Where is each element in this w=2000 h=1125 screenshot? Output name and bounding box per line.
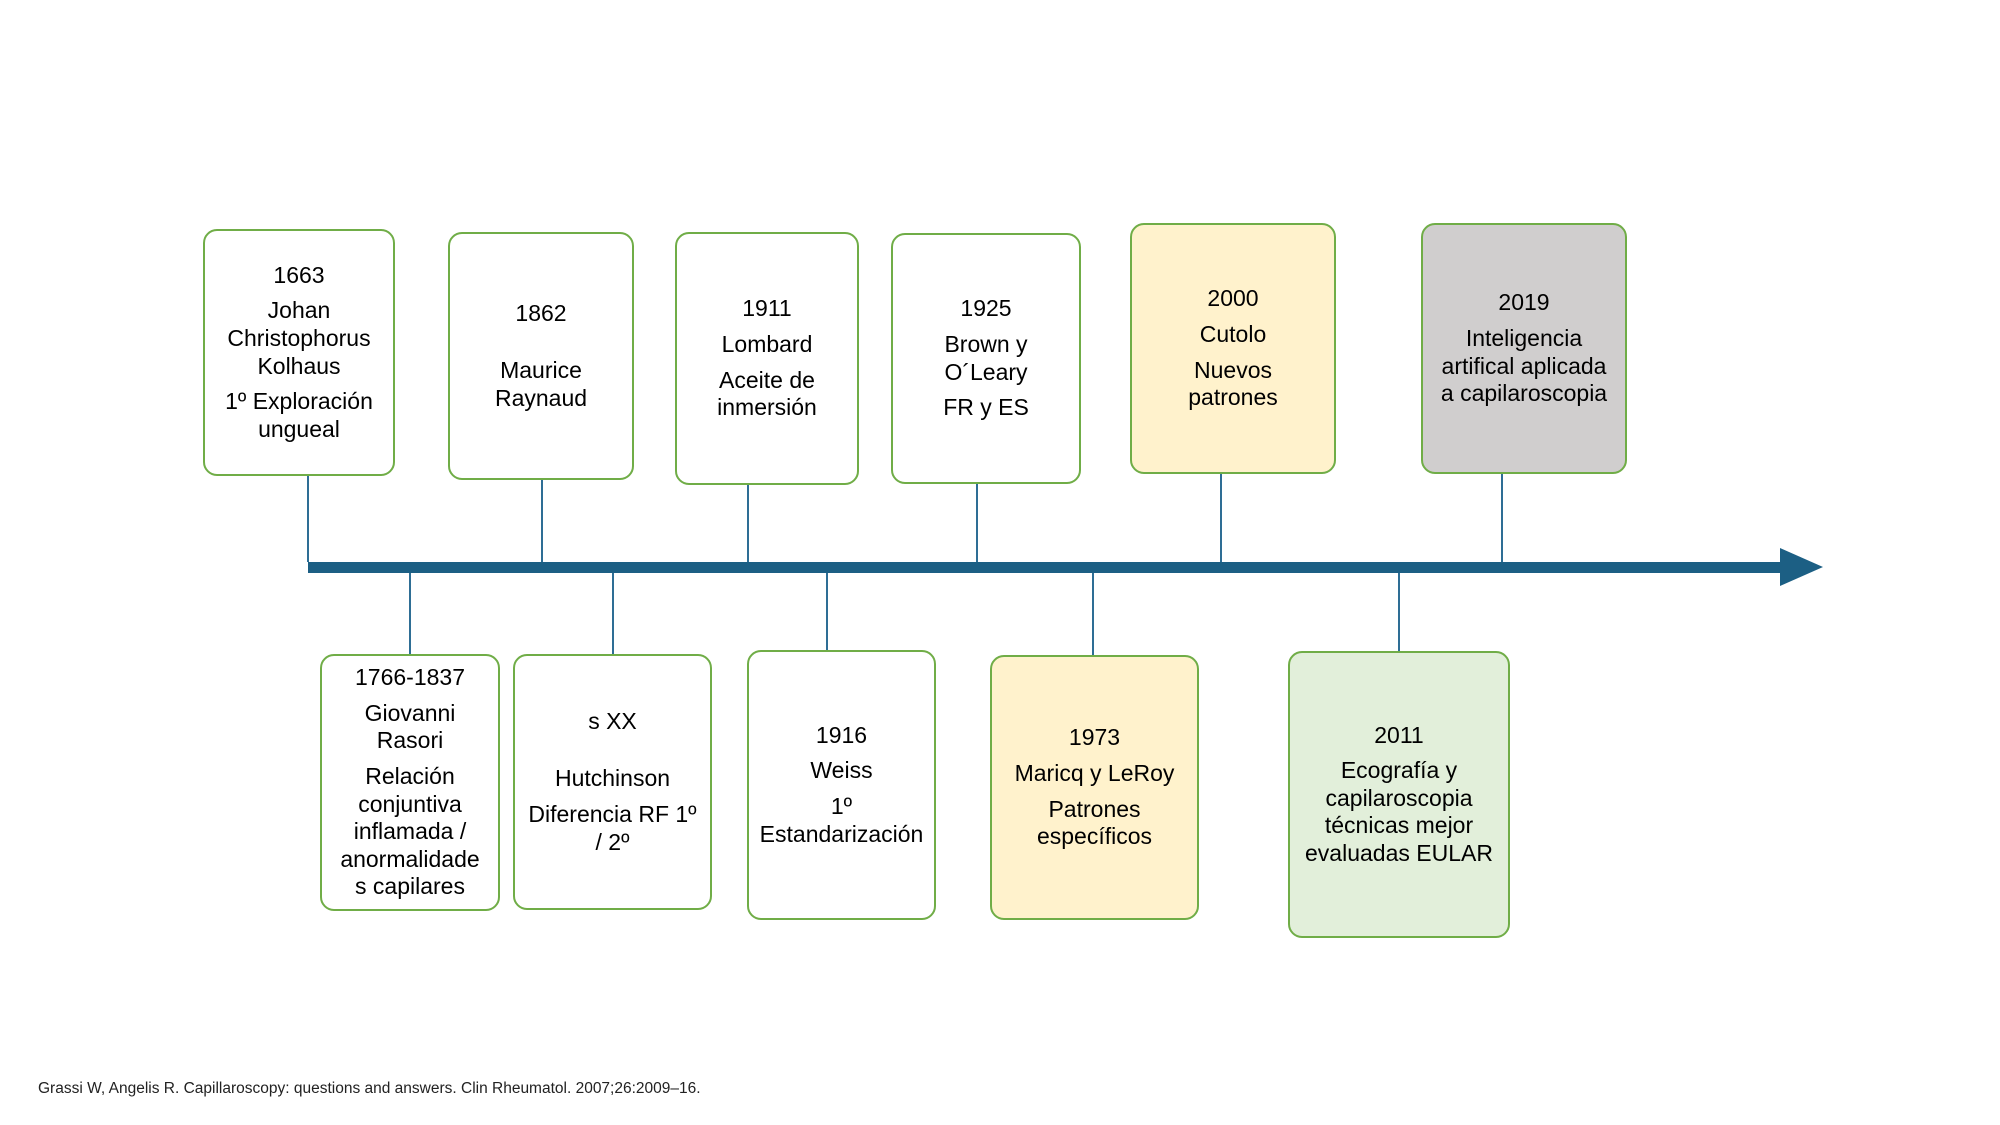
event-box-1973: 1973 Maricq y LeRoy Patrones específicos <box>990 655 1199 920</box>
event-box-1766-1837: 1766-1837 Giovanni Rasori Relación conju… <box>320 654 500 911</box>
event-text: FR y ES <box>943 394 1029 421</box>
event-text: a capilaroscopia <box>1440 380 1608 407</box>
event-box-1862: 1862 Maurice Raynaud <box>448 232 634 480</box>
event-text: / 2º <box>595 828 630 855</box>
event-text: Brown y <box>944 330 1028 357</box>
event-date: 2011 <box>1374 721 1424 748</box>
event-date: 1973 <box>1068 724 1121 751</box>
event-date: 2019 <box>1498 289 1550 316</box>
event-box-1663: 1663 Johan Christophorus Kolhaus 1º Expl… <box>203 229 395 476</box>
event-text: Maricq y LeRoy <box>1014 759 1175 786</box>
event-text: Relación <box>365 762 455 789</box>
event-box-2011: 2011 Ecografía y capilaroscopia técnicas… <box>1288 651 1510 938</box>
timeline-axis <box>308 562 1788 573</box>
event-text: específicos <box>1036 823 1153 850</box>
event-text: Patrones <box>1048 795 1141 822</box>
event-text: Johan <box>267 297 331 324</box>
event-text: anormalidade <box>340 845 480 872</box>
event-date: s XX <box>588 707 637 734</box>
event-text: Raynaud <box>494 384 588 411</box>
event-text: Giovanni <box>364 699 456 726</box>
event-text: Weiss <box>810 757 873 784</box>
event-text: 1º Exploración <box>225 388 373 415</box>
event-text: Cutolo <box>1199 320 1267 347</box>
event-date: 1663 <box>273 261 325 288</box>
event-text: capilaroscopia <box>1325 784 1473 811</box>
event-date: 1911 <box>742 295 792 322</box>
event-date: 1925 <box>960 295 1012 322</box>
event-text: técnicas mejor <box>1324 812 1474 839</box>
event-date: 1766-1837 <box>355 664 465 691</box>
event-box-s-xx: s XX Hutchinson Diferencia RF 1º / 2º <box>513 654 712 910</box>
event-text: Inteligencia <box>1465 324 1583 351</box>
event-text: inmersión <box>717 394 817 421</box>
event-text: conjuntiva <box>358 790 462 817</box>
event-box-2019: 2019 Inteligencia artifical aplicada a c… <box>1421 223 1627 474</box>
reference-citation: Grassi W, Angelis R. Capillaroscopy: que… <box>38 1080 701 1097</box>
event-text: Christophorus <box>227 324 371 351</box>
event-box-1911: 1911 Lombard Aceite de inmersión <box>675 232 859 485</box>
event-text: s capilares <box>355 873 465 900</box>
event-date: 1862 <box>515 299 567 326</box>
event-text: inflamada / <box>353 818 467 845</box>
event-text: artifical aplicada <box>1441 352 1607 379</box>
connector-lines <box>307 474 1503 655</box>
event-text: Rasori <box>376 727 444 754</box>
event-date: 2000 <box>1207 285 1259 312</box>
event-text: evaluadas EULAR <box>1305 839 1493 866</box>
event-box-2000: 2000 Cutolo Nuevos patrones <box>1130 223 1336 474</box>
event-text: 1º <box>830 793 853 819</box>
timeline-arrowhead <box>1780 548 1823 586</box>
event-text: Maurice <box>500 357 582 384</box>
event-box-1916: 1916 Weiss 1º Estandarización <box>747 650 936 920</box>
event-text: Diferencia RF 1º <box>528 801 697 827</box>
event-text: patrones <box>1188 384 1278 411</box>
event-text: Kolhaus <box>257 352 341 379</box>
event-text: ungueal <box>258 415 340 442</box>
event-text: Ecografía y <box>1340 757 1458 784</box>
event-date: 1916 <box>815 721 868 748</box>
event-text: Lombard <box>721 330 813 357</box>
event-text: Hutchinson <box>554 765 671 792</box>
event-text: Aceite de <box>719 366 815 393</box>
event-box-1925: 1925 Brown y O´Leary FR y ES <box>891 233 1081 484</box>
event-text: Estandarización <box>759 820 924 847</box>
event-text: O´Leary <box>944 358 1028 385</box>
event-text: Nuevos <box>1194 356 1272 383</box>
